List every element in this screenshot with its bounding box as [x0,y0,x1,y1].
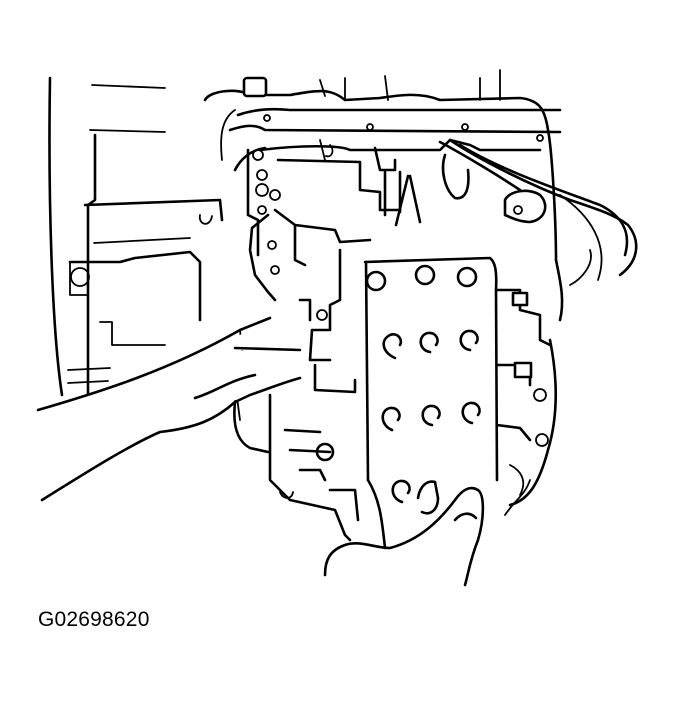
right-hand [323,486,485,587]
housing-top [203,69,638,322]
valve-body-plate [363,256,499,550]
left-arm-hand [36,316,305,502]
transmission-case [48,76,236,402]
valve-body-left-assembly [268,248,360,542]
valve-body-right-side [494,288,558,516]
figure-id-label: G02698620 [38,608,150,631]
valve-body-removal-illustration [36,69,638,587]
bolt-hole-row [381,329,481,504]
